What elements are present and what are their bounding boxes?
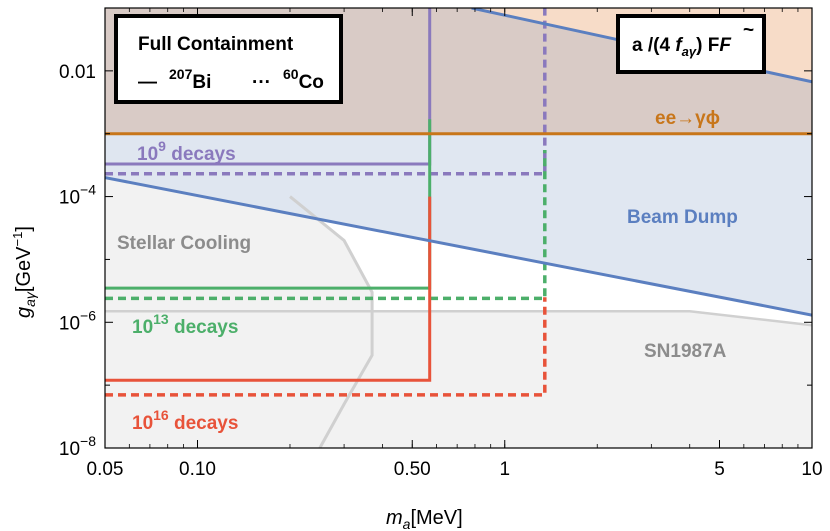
legend-dashed-entry: ···60Co [252,66,324,93]
sn1987a-boundary [105,309,812,327]
x-tick-label: 10 [801,459,822,480]
operator-box: a /(4 faγ) FF ~ [616,14,766,74]
stellar-cooling-boundary [289,195,374,448]
operator-box-frame [616,14,766,74]
plot-frame [104,7,813,449]
legend-box [114,14,343,104]
tilde-mark: ~ [743,20,754,41]
label-sn1987a: SN1987A [644,341,727,362]
series-red-dashed-5 [105,297,547,397]
legend: Full Containment —207Bi ···60Co [114,14,343,104]
series-purple-dashed-1 [105,8,547,176]
legend-solid-entry: —207Bi [138,66,211,93]
x-axis-title: ma[MeV] [386,507,463,531]
label-10-16-decays: 1016 decays [132,407,238,434]
label-stellar-cooling: Stellar Cooling [117,233,251,254]
label-beam-dump: Beam Dump [627,207,738,228]
x-tick-label: 5 [714,459,725,480]
x-tick-label: 0.50 [394,459,431,480]
label-ee-gamma-phi: ee→γϕ [655,108,720,129]
y-tick-label: 10−6 [59,307,96,334]
tick-labels-layer: 0.05 0.10 0.50 1 5 10 10−8 10−6 10−4 0.01 [59,62,823,480]
operator-label: a /(4 faγ) FF [632,35,732,59]
beam-dump-region [105,133,812,316]
x-tick-label: 0.10 [179,459,216,480]
label-10-9-decays: 109 decays [137,138,236,165]
series-red-solid-4 [105,196,432,382]
series-blue-solid-7 [105,176,812,317]
series-green-dashed-3 [105,150,547,301]
y-axis-title: gaγ[GeV−1] [10,226,38,318]
label-10-13-decays: 1013 decays [132,311,238,338]
y-tick-label: 10−4 [59,182,96,209]
x-tick-label: 1 [499,459,510,480]
series-layer [105,8,812,397]
ticks-layer [104,7,813,449]
y-tick-label: 0.01 [59,62,96,83]
legend-title: Full Containment [138,34,294,55]
x-tick-label: 0.05 [87,459,124,480]
y-tick-label: 10−8 [59,433,96,460]
